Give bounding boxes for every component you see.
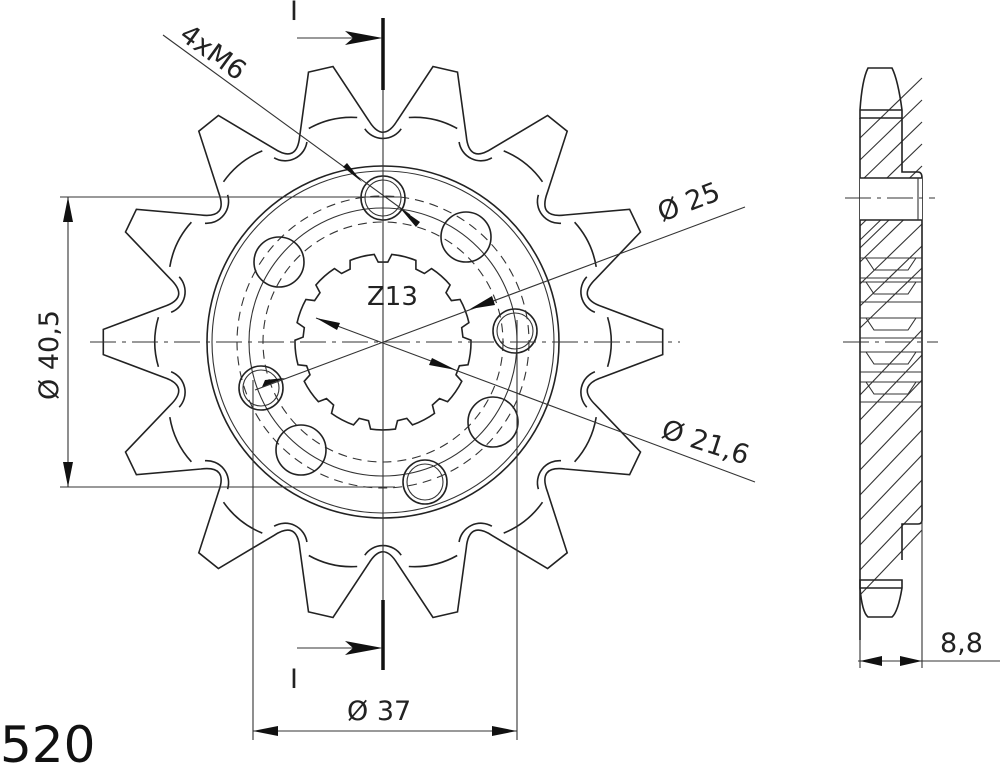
bolt-leader — [162, 34, 411, 216]
section-label-top: I — [290, 0, 298, 27]
dim-88-arrow-right — [900, 656, 922, 666]
dim-88-arrow-left — [860, 656, 882, 666]
section-hatching — [859, 77, 923, 596]
section-label-bottom: I — [290, 664, 298, 695]
dim-405-label: Ø 40,5 — [34, 310, 65, 400]
side-tooth-bottom — [859, 579, 903, 618]
dim-405-arrow-top — [63, 197, 73, 222]
bolt-arrow-2 — [400, 208, 420, 227]
spline-grooves — [860, 257, 922, 403]
dim-37-arrow-right — [492, 726, 517, 736]
dim-25-arrow-left — [262, 378, 285, 387]
dim-405-arrow-bottom — [63, 462, 73, 487]
bolt-label: 4xM6 — [174, 19, 252, 87]
chain-pitch-label: 520 — [0, 716, 95, 769]
section-arrow-top — [345, 31, 383, 45]
spline-label: Z13 — [367, 282, 418, 312]
dim-25-label: Ø 25 — [653, 177, 724, 229]
side-view: 8,8 — [843, 67, 1000, 668]
dim-25-leader — [254, 206, 746, 391]
dim-216-leader — [315, 317, 756, 483]
sprocket-teeth-outline — [102, 65, 664, 619]
tooth-roots — [153, 116, 613, 568]
dim-25-arrow-right — [470, 296, 495, 309]
dim-88-label: 8,8 — [940, 628, 983, 659]
dim-216-arrow-left — [316, 318, 340, 330]
dim-37-label: Ø 37 — [347, 696, 411, 727]
dim-37-arrow-left — [253, 726, 278, 736]
dim-216-label: Ø 21,6 — [658, 414, 753, 471]
bolt-arrow-1 — [343, 163, 362, 182]
front-view: I I Ø 40,5 Ø 37 Ø 25 Ø 21,6 4xM6 — [34, 0, 756, 740]
spline-bore — [294, 253, 472, 431]
bolt-holes — [238, 175, 538, 505]
dim-216-arrow-right — [429, 358, 456, 370]
section-arrow-bottom — [345, 641, 383, 655]
